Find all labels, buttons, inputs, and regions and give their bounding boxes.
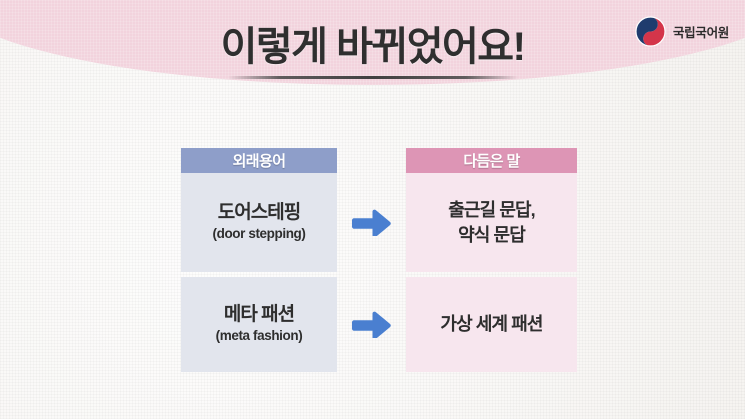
column-header-refined: 다듬은 말	[406, 148, 577, 173]
refined-term-line: 출근길 문답,	[448, 200, 535, 221]
table-row: 메타 패션 (meta fashion)	[181, 277, 337, 372]
arrow-right-glyph	[351, 209, 391, 236]
refined-term-line: 약식 문답	[458, 224, 526, 245]
title-block: 이렇게 바뀌었어요!	[0, 22, 745, 79]
refined-term-line: 가상 세계 패션	[440, 314, 543, 335]
page-title: 이렇게 바뀌었어요!	[220, 25, 526, 69]
arrow-right-icon	[337, 277, 406, 372]
loanword-english: (door stepping)	[212, 225, 306, 241]
table-row: 가상 세계 패션	[406, 277, 577, 372]
loanword-english: (meta fashion)	[215, 327, 303, 343]
comparison-table: 외래용어 다듬은 말 도어스테핑 (door stepping) 출근길 문답,…	[181, 148, 577, 372]
column-header-loanword: 외래용어	[181, 148, 337, 173]
logo-organization-name: 국립국어원	[672, 26, 729, 40]
loanword-korean: 메타 패션	[223, 304, 295, 326]
arrow-right-icon	[337, 173, 406, 272]
taegeuk-icon	[635, 16, 666, 47]
title-underline	[227, 76, 518, 79]
table-row: 출근길 문답, 약식 문답	[406, 173, 577, 272]
loanword-korean: 도어스테핑	[217, 202, 301, 224]
arrow-right-glyph	[351, 311, 391, 338]
institute-logo: 국립국어원	[635, 16, 729, 47]
table-row: 도어스테핑 (door stepping)	[181, 173, 337, 272]
